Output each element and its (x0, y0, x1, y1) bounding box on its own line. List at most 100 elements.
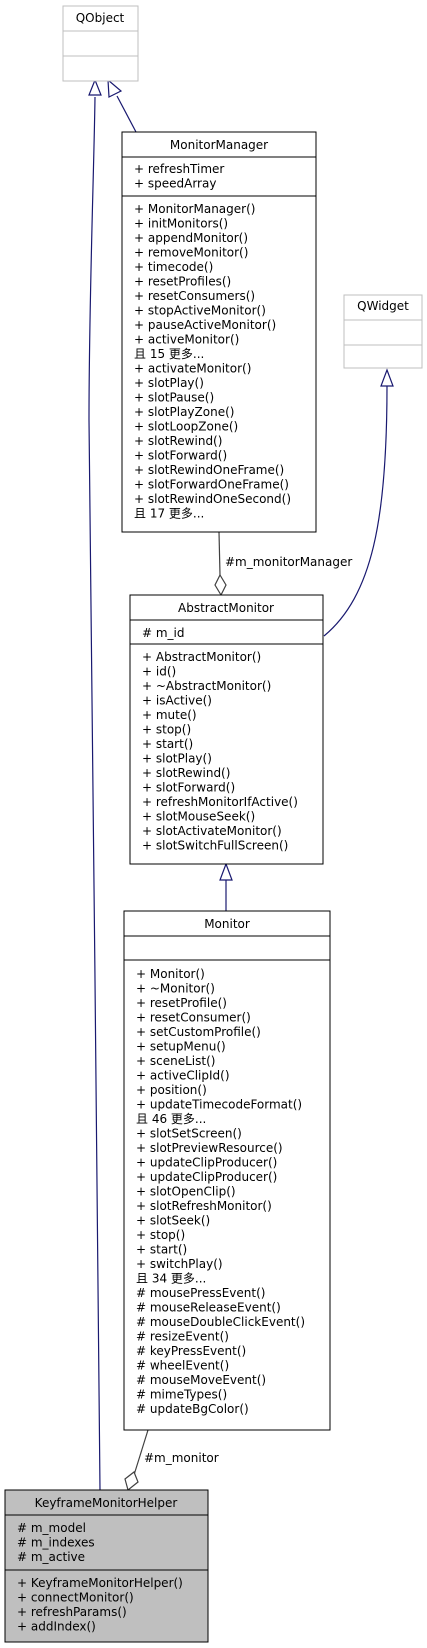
class-method: + sceneList() (136, 1054, 215, 1068)
class-node-monitor[interactable]: Monitor + Monitor()+ ~Monitor()+ resetPr… (123, 910, 331, 1431)
class-member: # m_indexes (17, 1536, 95, 1550)
class-title: AbstractMonitor (178, 601, 274, 615)
class-method: + slotForwardOneFrame() (134, 478, 289, 492)
class-method: # mouseReleaseEvent() (136, 1301, 281, 1315)
class-method: + slotForward() (134, 449, 227, 463)
class-method: + ~AbstractMonitor() (142, 679, 271, 693)
class-method: 且 15 更多... (134, 347, 204, 361)
class-method: # mimeTypes() (136, 1388, 227, 1402)
class-method: + Monitor() (136, 967, 205, 981)
class-method: + updateClipProducer() (136, 1170, 277, 1184)
class-method: + id() (142, 665, 176, 679)
class-node-qwidget[interactable]: QWidget (343, 294, 423, 369)
class-method: # updateBgColor() (136, 1402, 249, 1416)
class-title: KeyframeMonitorHelper (35, 1496, 178, 1510)
class-method: + KeyframeMonitorHelper() (17, 1576, 183, 1590)
class-method: + resetConsumers() (134, 289, 255, 303)
edges (88, 78, 394, 1492)
class-method: + activateMonitor() (134, 362, 251, 376)
class-method: + stopActiveMonitor() (134, 304, 266, 318)
class-method: + slotRewind() (134, 434, 222, 448)
class-method: + isActive() (142, 694, 212, 708)
class-method: + ~Monitor() (136, 982, 215, 996)
class-method: + connectMonitor() (17, 1591, 134, 1605)
class-method: + slotPreviewResource() (136, 1141, 283, 1155)
class-method: + resetConsumer() (136, 1011, 251, 1025)
inheritance-arrowhead-icon (219, 862, 233, 881)
class-method: # mouseMoveEvent() (136, 1373, 266, 1387)
class-method: # keyPressEvent() (136, 1344, 246, 1358)
class-title: QObject (76, 11, 125, 25)
inheritance-edge-abstractmonitor-qwidget (323, 385, 388, 637)
class-method: + activeClipId() (136, 1069, 230, 1083)
class-method: 且 17 更多... (134, 507, 204, 521)
class-method: + slotRefreshMonitor() (136, 1199, 272, 1213)
class-method: + switchPlay() (136, 1257, 223, 1271)
class-method: + slotRewind() (142, 766, 230, 780)
class-method: + slotSwitchFullScreen() (142, 839, 288, 853)
class-node-abstractmonitor[interactable]: AbstractMonitor # m_id + AbstractMonitor… (129, 594, 324, 865)
class-title: QWidget (357, 299, 409, 313)
aggregation-diamond-icon (214, 573, 227, 597)
class-method: + slotPlayZone() (134, 405, 234, 419)
class-method: + updateClipProducer() (136, 1156, 277, 1170)
class-method: + resetProfiles() (134, 275, 231, 289)
class-method: + MonitorManager() (134, 202, 255, 216)
class-method: + setCustomProfile() (136, 1025, 261, 1039)
class-method: + slotActivateMonitor() (142, 824, 282, 838)
class-member: + speedArray (134, 177, 216, 191)
class-method: + initMonitors() (134, 217, 228, 231)
class-method: + stop() (136, 1228, 185, 1242)
inheritance-edge-helper-qobject (88, 96, 101, 1491)
inheritance-arrowhead-icon (107, 78, 123, 98)
class-member: # m_model (17, 1521, 86, 1535)
class-method: + slotSetScreen() (136, 1127, 242, 1141)
class-method: + removeMonitor() (134, 246, 248, 260)
class-method: # mousePressEvent() (136, 1286, 265, 1300)
class-title: MonitorManager (170, 138, 268, 152)
class-method: + refreshParams() (17, 1605, 127, 1619)
inheritance-arrowhead-icon (380, 368, 394, 387)
class-method: + setupMenu() (136, 1040, 226, 1054)
class-method: + slotOpenClip() (136, 1185, 236, 1199)
inheritance-edge-monitormanager-qobject (116, 95, 137, 133)
class-method: + timecode() (134, 260, 213, 274)
aggregation-diamond-icon (124, 1471, 139, 1492)
class-method: + position() (136, 1083, 207, 1097)
class-member: + refreshTimer (134, 162, 224, 176)
class-node-keyframemonitorhelper[interactable]: KeyframeMonitorHelper # m_model# m_index… (4, 1489, 209, 1643)
class-title: Monitor (204, 917, 250, 931)
class-method: + slotPlay() (142, 752, 212, 766)
class-node-qobject[interactable]: QObject (62, 5, 139, 82)
class-method: + slotPlay() (134, 376, 204, 390)
class-method: + mute() (142, 708, 197, 722)
inheritance-arrowhead-icon (88, 78, 102, 96)
class-method: + slotForward() (142, 781, 235, 795)
class-method: # wheelEvent() (136, 1359, 229, 1373)
class-method: 且 34 更多... (136, 1272, 206, 1286)
class-method: 且 46 更多... (136, 1112, 206, 1126)
class-method: + slotMouseSeek() (142, 810, 255, 824)
association-edge-monitor (133, 1429, 149, 1476)
class-method: + slotSeek() (136, 1214, 210, 1228)
edge-label-monitor: #m_monitor (144, 1451, 219, 1465)
class-method: + AbstractMonitor() (142, 650, 261, 664)
class-method: + start() (136, 1243, 187, 1257)
class-method: + slotRewindOneFrame() (134, 463, 284, 477)
class-method: + resetProfile() (136, 996, 227, 1010)
association-edge-monitormanager (218, 531, 221, 576)
class-member: # m_id (142, 626, 185, 640)
class-method: + appendMonitor() (134, 231, 248, 245)
class-method: + slotRewindOneSecond() (134, 492, 291, 506)
class-method: + pauseActiveMonitor() (134, 318, 276, 332)
edge-label-monitor-manager: #m_monitorManager (225, 555, 352, 569)
class-node-monitormanager[interactable]: MonitorManager + refreshTimer+ speedArra… (121, 131, 317, 533)
class-method: + stop() (142, 723, 191, 737)
class-method: + addIndex() (17, 1620, 96, 1634)
class-method: + refreshMonitorIfActive() (142, 795, 298, 809)
class-method: + slotLoopZone() (134, 420, 238, 434)
class-method: # resizeEvent() (136, 1330, 229, 1344)
class-method: + activeMonitor() (134, 333, 239, 347)
class-method: + slotPause() (134, 391, 214, 405)
